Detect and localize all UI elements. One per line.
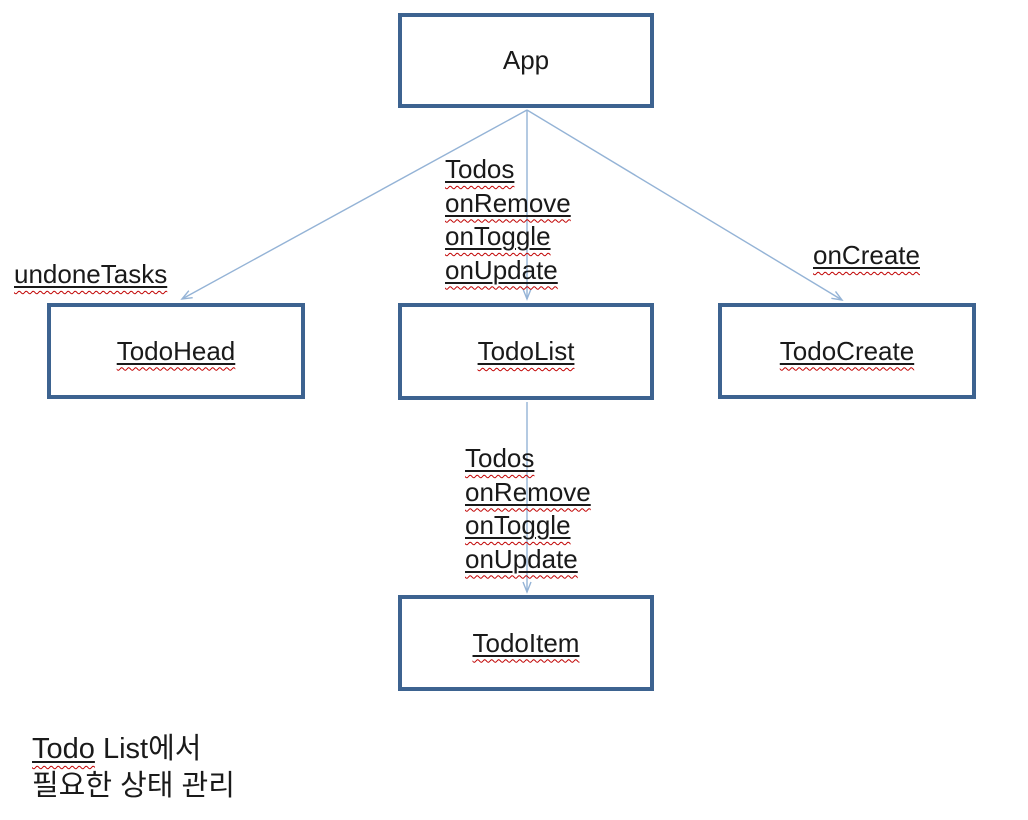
node-todo-item: TodoItem — [398, 595, 654, 691]
node-todo-head-label: TodoHead — [116, 335, 236, 366]
edge-label-line: onUpdate — [445, 254, 558, 285]
note-line-1: Todo List에서 — [32, 733, 202, 765]
edge-label-line: onToggle — [445, 221, 551, 251]
node-todo-list: TodoList — [398, 303, 654, 400]
edge-app-to-todocreate — [526, 109, 844, 301]
edge-label-line: Todos — [465, 443, 535, 473]
node-todo-item-label: TodoItem — [472, 627, 580, 658]
edge-label-todolist-to-todoitem-props: Todos onRemove onToggle onUpdate — [465, 442, 591, 576]
edge-label-undone-tasks: undoneTasks — [14, 259, 168, 289]
node-todo-list-label: TodoList — [477, 336, 575, 366]
node-todo-create: TodoCreate — [718, 303, 976, 399]
node-todo-create-label: TodoCreate — [779, 335, 915, 366]
node-app-label: App — [502, 45, 550, 75]
edge-label-app-to-todolist-props: Todos onRemove onToggle onUpdate — [445, 153, 571, 287]
edge-label-line: onRemove — [465, 476, 591, 507]
note-line-2: 필요한 상태 관리 — [32, 770, 235, 802]
edge-label-line: Todos — [445, 154, 515, 184]
node-todo-head: TodoHead — [47, 303, 305, 399]
edge-label-line: onUpdate — [465, 543, 578, 574]
edge-app-to-todohead — [180, 109, 528, 300]
edge-label-on-create: onCreate — [813, 240, 920, 270]
note-text: Todo List에서 필요한 상태 관리 — [32, 731, 235, 805]
node-app: App — [398, 13, 654, 108]
edge-label-line: onRemove — [445, 187, 571, 218]
edge-label-line: onToggle — [465, 510, 571, 540]
